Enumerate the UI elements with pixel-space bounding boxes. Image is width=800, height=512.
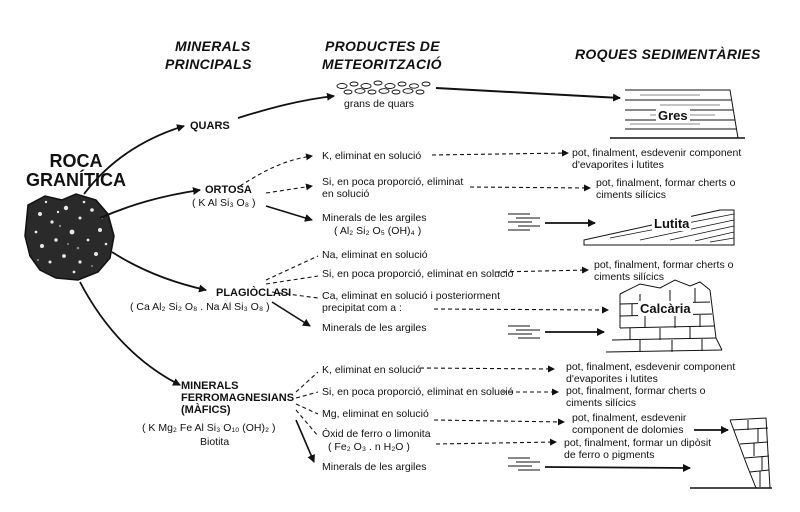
mineral-quars: QUARS xyxy=(190,120,230,132)
product-quars-grains: grans de quars xyxy=(344,98,415,110)
rock-label-lutita: Lutita xyxy=(652,216,692,231)
product-ferro-oxide-line1: Òxid de ferro o limonita xyxy=(322,428,431,440)
fate-ortosa-k-line1: pot, finalment, esdevenir component xyxy=(572,147,742,159)
header-rocks: ROQUES SEDIMENTÀRIES xyxy=(575,46,761,62)
fate-plagioclasi-si-line1: pot, finalment, formar cherts o xyxy=(594,259,734,271)
ferromagnesians-arrows xyxy=(295,365,565,446)
mineral-ferro-line1: MINERALS xyxy=(181,380,239,392)
product-plagioclasi-ca-line1: Ca, eliminat en solució i posteriorment xyxy=(322,290,500,302)
product-plagioclasi-si: Si, en poca proporció, eliminat en soluc… xyxy=(322,268,514,280)
plagioclasi-arrows xyxy=(265,255,609,314)
fate-ortosa-si-line2: ciments silícics xyxy=(596,189,667,201)
iron-deposit-illustration xyxy=(508,417,772,489)
fate-ferro-k-line2: d'evaporites i lutites xyxy=(566,373,658,385)
fate-ferro-si-line2: ciments silícics xyxy=(566,397,637,409)
fate-ortosa-k-line2: d'evaporites i lutites xyxy=(572,159,664,171)
product-ortosa-clays-line2: ( Al₂ Si₂ O₅ (OH)₄ ) xyxy=(334,225,422,237)
fate-ortosa-si-line1: pot, finalment, formar cherts o xyxy=(596,177,736,189)
header-minerals-line1: MINERALS xyxy=(175,38,251,54)
fate-ferro-oxide-line2: de ferro o pigments xyxy=(564,449,655,461)
rock-label-calcaria: Calcària xyxy=(638,301,693,316)
product-plagioclasi-clays: Minerals de les argiles xyxy=(322,322,427,334)
mineral-plagioclasi-formula: ( Ca Al₂ Si₂ O₈ . Na Al Si₃ O₈ ) xyxy=(130,301,270,313)
fate-ferro-oxide-line1: pot, finalment, formar un dipòsit xyxy=(564,437,712,449)
product-ferro-si: Si, en poca proporció, eliminat en soluc… xyxy=(322,386,514,398)
granite-rock-illustration xyxy=(24,193,115,281)
fate-ferro-mg-line1: pot, finalment, esdevenir xyxy=(572,412,687,424)
calcaria-illustration xyxy=(508,279,723,353)
fate-plagioclasi-si-line2: ciments silícics xyxy=(594,271,665,283)
rock-label-gres: Gres xyxy=(656,108,690,123)
fate-ferro-k-line1: pot, finalment, esdevenir component xyxy=(566,361,736,373)
product-ferro-clays: Minerals de les argiles xyxy=(322,461,427,473)
product-plagioclasi-ca-line2: precipitat com a : xyxy=(322,302,402,314)
header-products-line1: PRODUCTES DE xyxy=(325,38,440,54)
fate-ferro-mg-line2: component de dolomies xyxy=(572,424,684,436)
product-ortosa-si-line2: en solució xyxy=(322,188,370,200)
mineral-ferro-formula: ( K Mg₂ Fe Al Si₃ O₁₀ (OH)₂ ) xyxy=(142,422,276,434)
fate-ferro-si-line1: pot, finalment, formar cherts o xyxy=(566,385,706,397)
header-products-line2: METEORITZACIÓ xyxy=(322,56,442,72)
mineral-ferro-name: Biotita xyxy=(200,436,230,448)
product-ferro-oxide-line2: ( Fe₂ O₃ . n H₂O ) xyxy=(328,441,410,453)
lutita-illustration xyxy=(508,209,735,246)
header-minerals-line2: PRINCIPALS xyxy=(165,56,252,72)
ortosa-arrows xyxy=(239,149,591,194)
product-ortosa-k: K, eliminat en solució xyxy=(322,150,422,162)
mineral-ferro-line2: FERROMAGNESIANS xyxy=(181,392,295,404)
source-rock-line1: ROCA xyxy=(49,151,103,171)
mineral-ortosa-formula: ( K Al Si₃ O₈ ) xyxy=(192,197,256,209)
product-ortosa-clays-line1: Minerals de les argiles xyxy=(322,212,427,224)
product-ferro-mg: Mg, eliminat en solució xyxy=(322,408,429,420)
product-plagioclasi-na: Na, eliminat en solució xyxy=(322,249,428,261)
mineral-ferro-line3: (MÀFICS) xyxy=(181,404,231,416)
mineral-plagioclasi: PLAGIÒCLASI xyxy=(216,287,292,299)
rock-to-mineral-arrows xyxy=(79,124,207,386)
product-ortosa-si-line1: Si, en poca proporció, eliminat xyxy=(322,176,464,188)
quartz-grains-illustration xyxy=(336,80,431,95)
product-ferro-k: K, eliminat en solució xyxy=(322,364,422,376)
source-rock-line2: GRANÍTICA xyxy=(26,170,126,190)
mineral-ortosa: ORTOSA xyxy=(205,184,252,196)
